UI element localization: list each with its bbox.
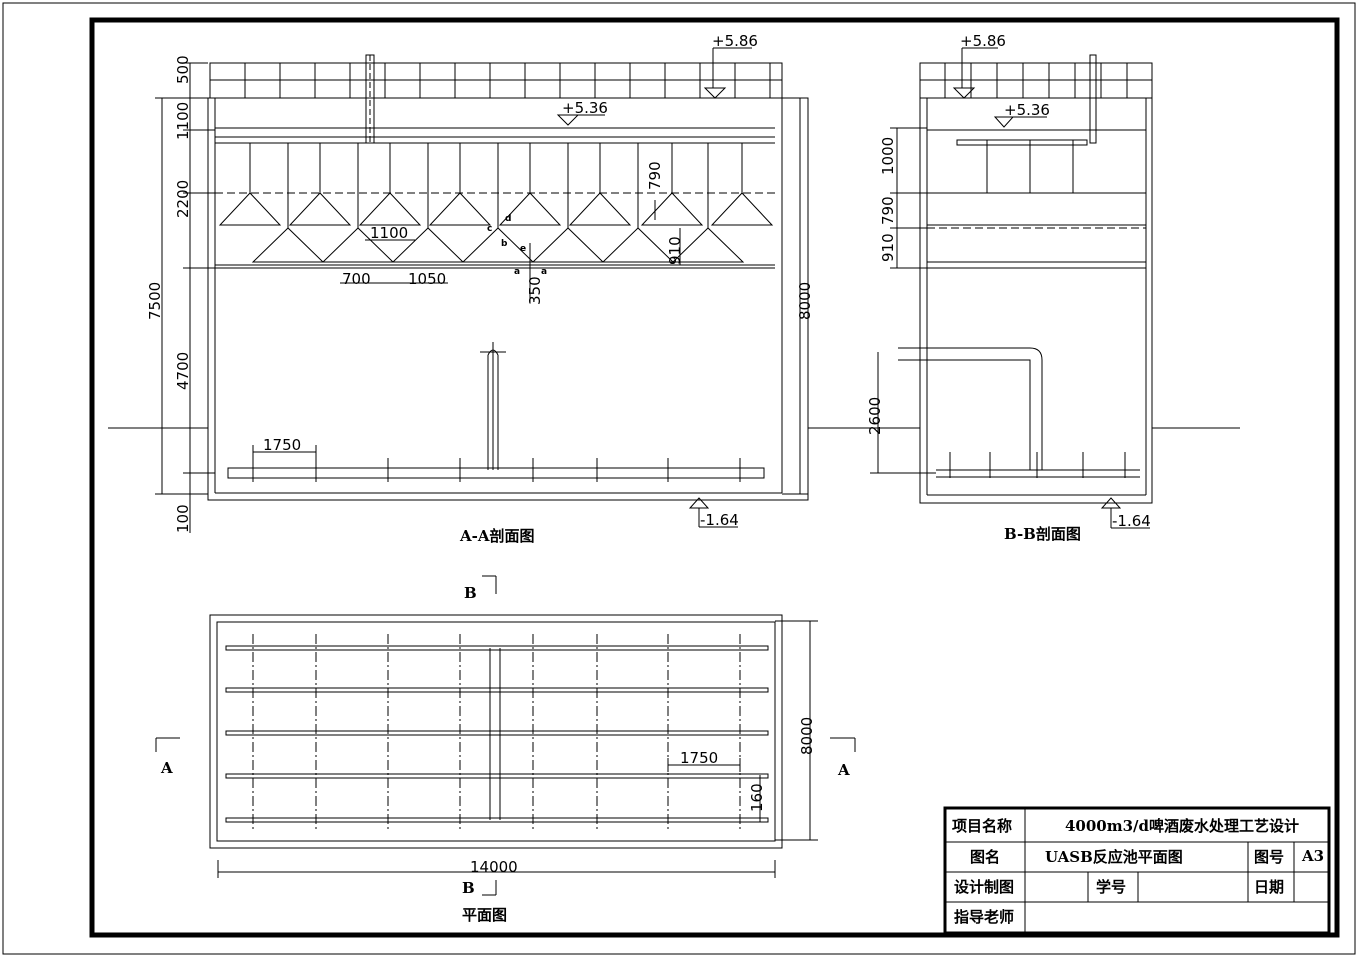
aa-dim-7500: 7500 — [146, 282, 164, 320]
aa-elev-top: +5.86 — [712, 32, 758, 50]
distribution-pipe — [225, 773, 769, 779]
distribution-pipe — [225, 730, 769, 736]
aa-dim-350: 350 — [526, 276, 544, 305]
aa-dim-910: 910 — [666, 236, 684, 265]
aa-elev-water: +5.36 — [562, 99, 608, 117]
bb-title: B-B剖面图 — [1004, 525, 1081, 543]
aa-dim-1050: 1050 — [408, 270, 446, 288]
settler-lower-hood — [251, 227, 325, 263]
aa-dim-1100h: 1100 — [370, 224, 408, 242]
title-block — [943, 806, 1331, 935]
tb-date-label: 日期 — [1254, 878, 1284, 896]
settler-hood — [358, 192, 422, 226]
tb-project-name: 4000m3/d啤酒废水处理工艺设计 — [1065, 817, 1299, 835]
aa-dim-4700: 4700 — [174, 352, 192, 390]
aa-dim-500: 500 — [174, 55, 192, 84]
settler-lower-hood — [461, 227, 535, 263]
aa-dimension-lines — [155, 62, 808, 533]
bb-dim-2600: 2600 — [866, 397, 884, 435]
plan-view — [155, 575, 856, 896]
aa-dim-790: 790 — [646, 161, 664, 190]
plan-dim-small: 160 — [748, 783, 766, 812]
bb-elev-top: +5.86 — [960, 32, 1006, 50]
tb-drawing-name: UASB反应池平面图 — [1045, 848, 1183, 866]
settler-lower-hood — [391, 227, 465, 263]
aa-letter-d: d — [505, 214, 511, 224]
settler-hood — [218, 192, 282, 226]
aa-title: A-A剖面图 — [459, 527, 535, 545]
plan-dim-width: 8000 — [798, 717, 816, 755]
aa-dim-100: 100 — [174, 504, 192, 533]
aa-dim-1100: 1100 — [174, 102, 192, 140]
settler-lower-hood — [671, 227, 745, 263]
plan-cut-a-left: A — [160, 759, 173, 777]
plan-title: 平面图 — [462, 906, 507, 924]
tb-designer-label: 设计制图 — [954, 878, 1014, 896]
settler-hood — [428, 192, 492, 226]
aa-letter-b: b — [501, 239, 508, 249]
bb-dim-910: 910 — [879, 233, 897, 262]
aa-dim-700: 700 — [342, 270, 371, 288]
aa-dim-2200: 2200 — [174, 180, 192, 218]
section-aa — [108, 54, 910, 501]
tb-drawing-no-label: 图号 — [1254, 848, 1284, 866]
settler-lower-hood — [321, 227, 395, 263]
aa-elev-bottom: -1.64 — [700, 511, 739, 529]
settler-hood — [710, 192, 774, 226]
plan-dim-length: 14000 — [470, 858, 518, 876]
tb-project-label: 项目名称 — [952, 817, 1012, 835]
plan-dim-spacing: 1750 — [680, 749, 718, 767]
settler-hood — [640, 192, 704, 226]
aa-dim-8000: 8000 — [796, 282, 814, 320]
tb-student-no-label: 学号 — [1096, 878, 1126, 896]
distribution-pipe — [225, 817, 769, 823]
aa-letter-a2: a — [541, 267, 547, 277]
settler-hood — [288, 192, 352, 226]
plan-cut-a-right: A — [837, 761, 850, 779]
aa-tank-outer — [207, 97, 809, 501]
aa-letter-e: e — [520, 244, 526, 254]
aa-dim-1750: 1750 — [263, 436, 301, 454]
bb-dim-1000: 1000 — [879, 137, 897, 175]
tb-advisor-label: 指导老师 — [954, 908, 1014, 926]
settler-hood — [498, 192, 562, 226]
plan-cut-b-bottom: B — [462, 879, 475, 897]
settler-lower-hood — [531, 227, 605, 263]
bb-elev-water: +5.36 — [1004, 101, 1050, 119]
settler-hood — [568, 192, 632, 226]
bb-dim-790: 790 — [879, 196, 897, 225]
settler-lower-hood — [601, 227, 675, 263]
bb-elev-bottom: -1.64 — [1112, 512, 1151, 530]
tb-drawing-name-label: 图名 — [970, 848, 1000, 866]
distribution-pipe — [225, 645, 769, 651]
section-bb — [822, 54, 1240, 504]
tb-drawing-no: A3 — [1301, 847, 1324, 865]
aa-letter-c: c — [487, 224, 492, 234]
drawing-frame — [89, 17, 1340, 938]
distribution-pipe — [225, 687, 769, 693]
aa-letter-a1: a — [514, 267, 520, 277]
plan-cut-b-top: B — [464, 584, 477, 602]
